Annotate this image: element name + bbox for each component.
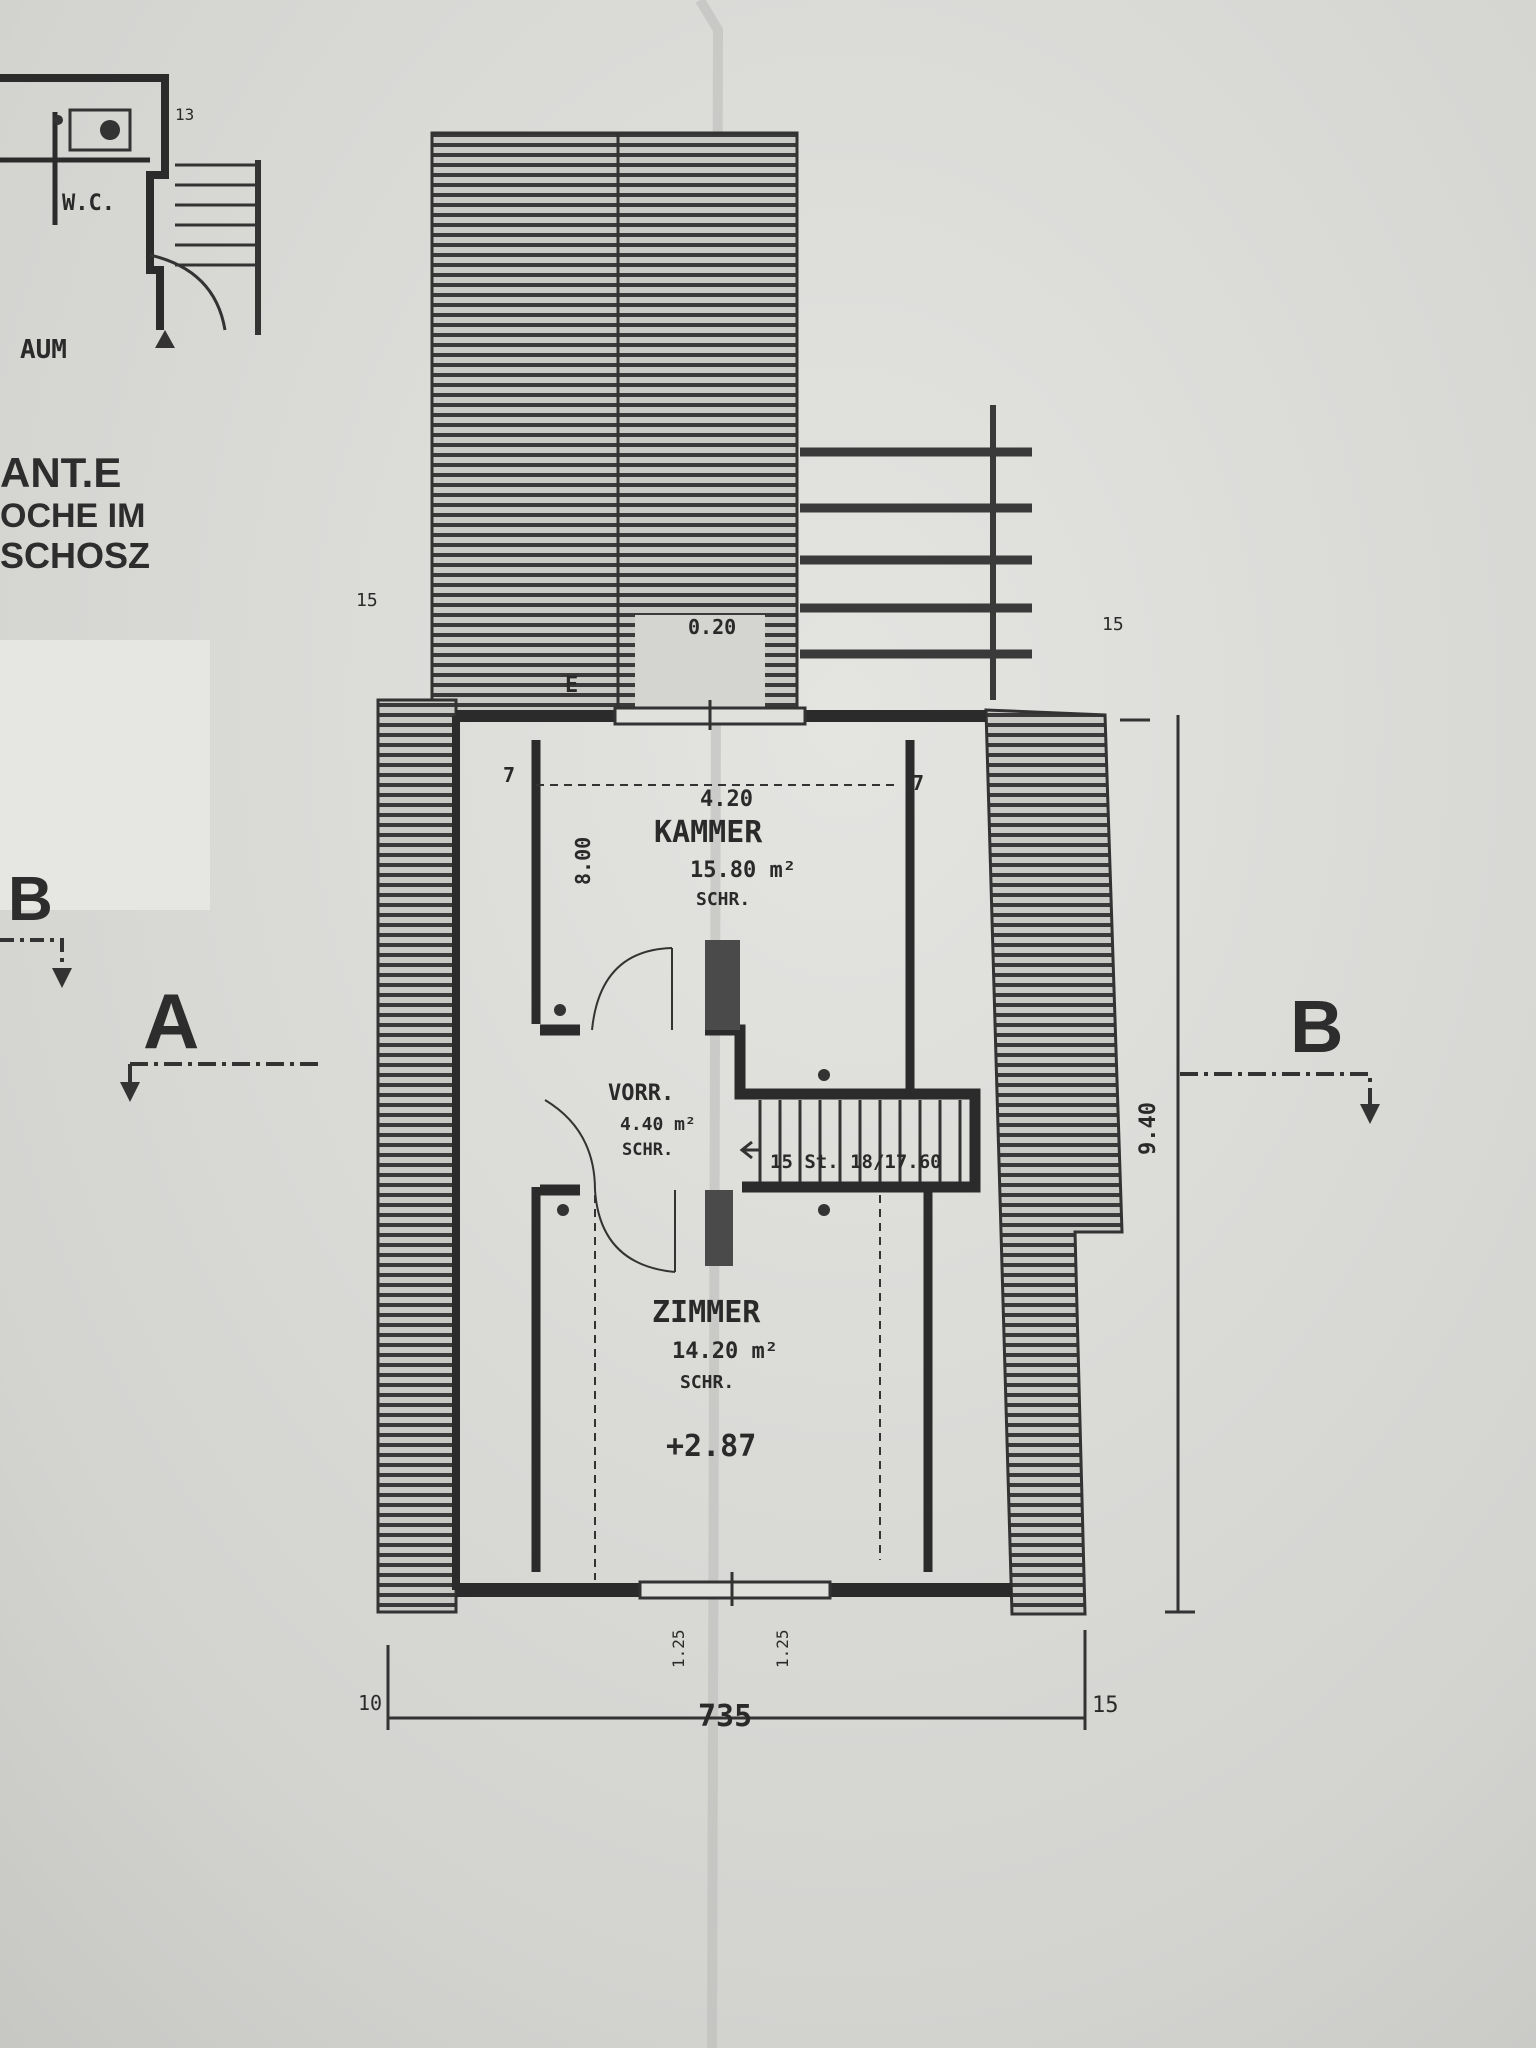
stair-label: 15 St. 18/17.60 — [770, 1151, 942, 1173]
balcony-railing — [800, 405, 1032, 700]
outer-walls — [452, 710, 1012, 1597]
side-depth-dimension: 8.00 — [571, 837, 595, 885]
inset-caption-line-1: ANT.E — [0, 449, 121, 496]
svg-text:B: B — [1290, 985, 1343, 1068]
chimney-lower — [705, 1190, 733, 1266]
svg-text:E: E — [565, 673, 578, 698]
section-marker-b-right: B — [1180, 985, 1380, 1124]
inset-plan: AUM W.C. 13 ANT.E OCHE IM SCHOSZ — [0, 74, 261, 576]
door-vorr — [544, 1099, 596, 1191]
kammer-area: 15.80 m² — [690, 858, 796, 883]
kammer-note: SCHR. — [696, 889, 750, 910]
inset-caption-line-3: SCHOSZ — [0, 535, 150, 576]
svg-text:7: 7 — [503, 763, 515, 787]
vorr-note: SCHR. — [622, 1140, 673, 1160]
chimney-upper — [705, 940, 740, 1030]
stair-direction-arrow — [739, 1140, 760, 1160]
bottom-opening-left: 1.25 — [669, 1629, 688, 1668]
vorr-area: 4.40 m² — [620, 1114, 696, 1135]
bottom-window — [638, 1572, 832, 1606]
right-vertical-dimension — [1120, 715, 1195, 1614]
top-left-edge-dimension: 15 — [356, 590, 378, 611]
top-window — [613, 700, 807, 730]
right-depth-dimension: 9.40 — [1136, 1102, 1161, 1155]
zimmer-area: 14.20 m² — [672, 1339, 778, 1364]
top-width-dimension: 0.20 — [688, 615, 736, 639]
paper-light-patch — [0, 640, 210, 910]
bottom-opening-right: 1.25 — [773, 1629, 792, 1668]
door-kammer — [591, 947, 673, 1031]
left-roof-wall — [376, 698, 458, 1614]
inset-caption-line-2: OCHE IM — [0, 497, 145, 535]
zimmer-level: +2.87 — [666, 1429, 756, 1464]
bottom-dimension-line — [386, 1630, 1087, 1730]
kammer-name: KAMMER — [654, 815, 763, 850]
inset-wc-label: W.C. — [62, 191, 115, 216]
right-roof-wall — [984, 708, 1124, 1616]
inset-dim-label: 13 — [175, 105, 194, 124]
svg-text:B: B — [8, 865, 53, 934]
zimmer-name: ZIMMER — [652, 1295, 761, 1330]
section-marker-a: A — [120, 977, 318, 1102]
knee-walls — [531, 740, 933, 1572]
left-edge-dimension: 10 — [358, 1691, 382, 1715]
total-width-dimension: 735 — [698, 1699, 752, 1734]
zimmer-note: SCHR. — [680, 1372, 734, 1393]
stair-treads — [758, 1100, 962, 1182]
top-right-edge-dimension: 15 — [1102, 614, 1124, 635]
fold-crease — [695, 0, 724, 2048]
svg-text:7: 7 — [912, 771, 924, 795]
right-edge-dimension: 15 — [1092, 1693, 1119, 1718]
door-zimmer — [594, 1189, 676, 1273]
inset-room-label: AUM — [20, 335, 67, 365]
kammer-width: 4.20 — [700, 787, 753, 812]
vorr-name: VORR. — [608, 1081, 674, 1106]
svg-text:A: A — [143, 977, 199, 1065]
section-marker-b-left: B — [0, 865, 72, 988]
